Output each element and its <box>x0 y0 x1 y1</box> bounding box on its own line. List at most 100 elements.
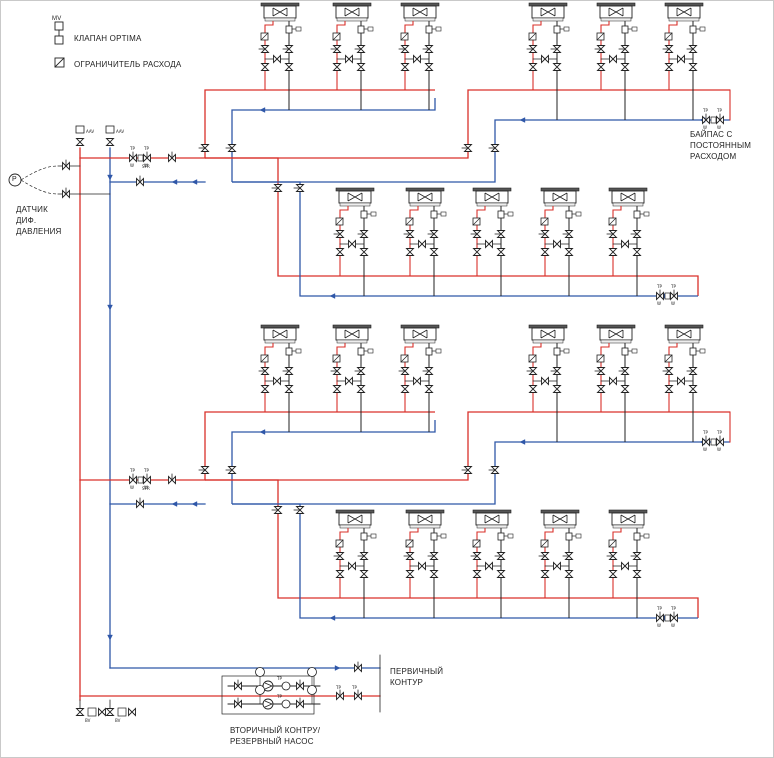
branch-supply-pipe <box>668 21 678 90</box>
actuator-head <box>435 348 442 354</box>
limiter-slash <box>335 217 344 226</box>
tp-tag: TP <box>276 694 282 699</box>
optima-valve-actuator <box>357 347 365 356</box>
actuator-head <box>507 533 514 539</box>
fan-coil-unit <box>596 2 636 22</box>
unit-base <box>476 202 508 207</box>
unit-coil-mark <box>608 329 624 339</box>
w-tag: W <box>130 485 134 490</box>
ball-valve-icon <box>284 385 294 393</box>
valve-body <box>528 385 538 393</box>
tp-tag: TP <box>716 430 722 435</box>
fan-coil-unit <box>472 187 512 207</box>
unit-coil-mark <box>484 192 500 202</box>
ball-valve-icon <box>656 289 664 301</box>
valve-body <box>332 385 342 393</box>
optima-valve-actuator <box>621 25 629 34</box>
limiter-slash <box>540 217 549 226</box>
ball-valve-icon <box>260 63 270 71</box>
fan-coil-unit <box>405 509 445 529</box>
terminal-branch <box>333 187 377 296</box>
valve-body <box>98 707 106 717</box>
optima-valve-actuator <box>285 347 293 356</box>
valve-body <box>284 385 294 393</box>
limiter-slash <box>260 32 269 41</box>
terminal-branch <box>526 2 570 120</box>
ball-valve-icon <box>688 63 698 71</box>
branch-supply-pipe <box>532 343 542 412</box>
flow-arrow-icon <box>107 304 113 311</box>
unit-top-bar <box>528 324 568 329</box>
sensor-label-2: ДИФ. <box>16 216 37 225</box>
optima-valve-actuator <box>285 25 293 34</box>
ball-valve-icon <box>356 63 366 71</box>
fan-coil-unit <box>400 2 440 22</box>
ball-valve-icon <box>424 63 434 71</box>
ball-valve-icon <box>541 376 549 386</box>
ball-valve-icon <box>75 138 85 146</box>
terminal-branch <box>403 509 447 618</box>
ball-valve-icon <box>630 230 642 238</box>
optima-valve-actuator <box>621 347 629 356</box>
ball-valve-icon <box>332 63 342 71</box>
actuator-head <box>507 211 514 217</box>
pressure-gauge-icon <box>255 667 265 677</box>
terminal-branch <box>662 2 706 120</box>
flow-arrow-icon <box>107 634 113 641</box>
ball-valve-icon <box>348 561 356 571</box>
terminal-branch <box>330 324 374 432</box>
ball-valve-icon <box>594 45 606 53</box>
terminal-branch <box>403 187 447 296</box>
branch-supply-pipe <box>612 206 622 276</box>
ball-valve-icon <box>472 248 482 256</box>
unit-coil-mark <box>620 514 636 524</box>
limiter-box <box>710 116 717 124</box>
terminal-branch <box>594 324 638 442</box>
valve-body <box>485 561 493 571</box>
valve-body <box>496 248 506 256</box>
ball-valve-icon <box>677 54 685 64</box>
ball-valve-icon <box>670 611 678 623</box>
ball-valve-icon <box>296 679 304 691</box>
air-vent-icon: AAV <box>105 125 124 146</box>
tp-tag: TP <box>716 108 722 113</box>
valve-body <box>541 376 549 386</box>
ball-valve-icon <box>488 144 500 152</box>
ball-valve-icon <box>225 466 237 474</box>
optima-valve-actuator <box>497 532 505 541</box>
optima-valve-actuator <box>553 25 561 34</box>
ball-valve-icon <box>608 570 618 578</box>
w-tag: W <box>657 301 661 306</box>
lower-supply <box>205 479 699 618</box>
valve-body <box>540 570 550 578</box>
legend-limiter-label: ОГРАНИЧИТЕЛЬ РАСХОДА <box>74 60 182 69</box>
ball-valve-icon <box>496 570 506 578</box>
unit-coil-mark <box>484 514 500 524</box>
ball-valve-icon <box>429 248 439 256</box>
valve-body <box>472 248 482 256</box>
unit-top-bar <box>405 509 445 514</box>
pressure-gauge-icon <box>307 685 317 695</box>
ball-valve-icon <box>540 248 550 256</box>
unit-top-bar <box>335 509 375 514</box>
flow-arrow-icon <box>191 501 198 507</box>
valve-body <box>496 570 506 578</box>
optima-valve-actuator <box>633 210 641 219</box>
actuator-head <box>575 533 582 539</box>
optima-valve-actuator <box>565 532 573 541</box>
valve-body <box>405 248 415 256</box>
ball-valve-icon <box>284 63 294 71</box>
w-tag: W <box>703 125 707 130</box>
valve-body <box>620 63 630 71</box>
unit-base <box>339 524 371 529</box>
optima-valve-actuator <box>689 347 697 356</box>
unit-base <box>336 17 368 22</box>
ball-valve-icon <box>282 367 294 375</box>
pressure-gauge-icon <box>255 685 265 695</box>
ball-valve-icon <box>716 113 724 125</box>
limiter-slash <box>405 539 414 548</box>
lower-return <box>232 181 698 297</box>
